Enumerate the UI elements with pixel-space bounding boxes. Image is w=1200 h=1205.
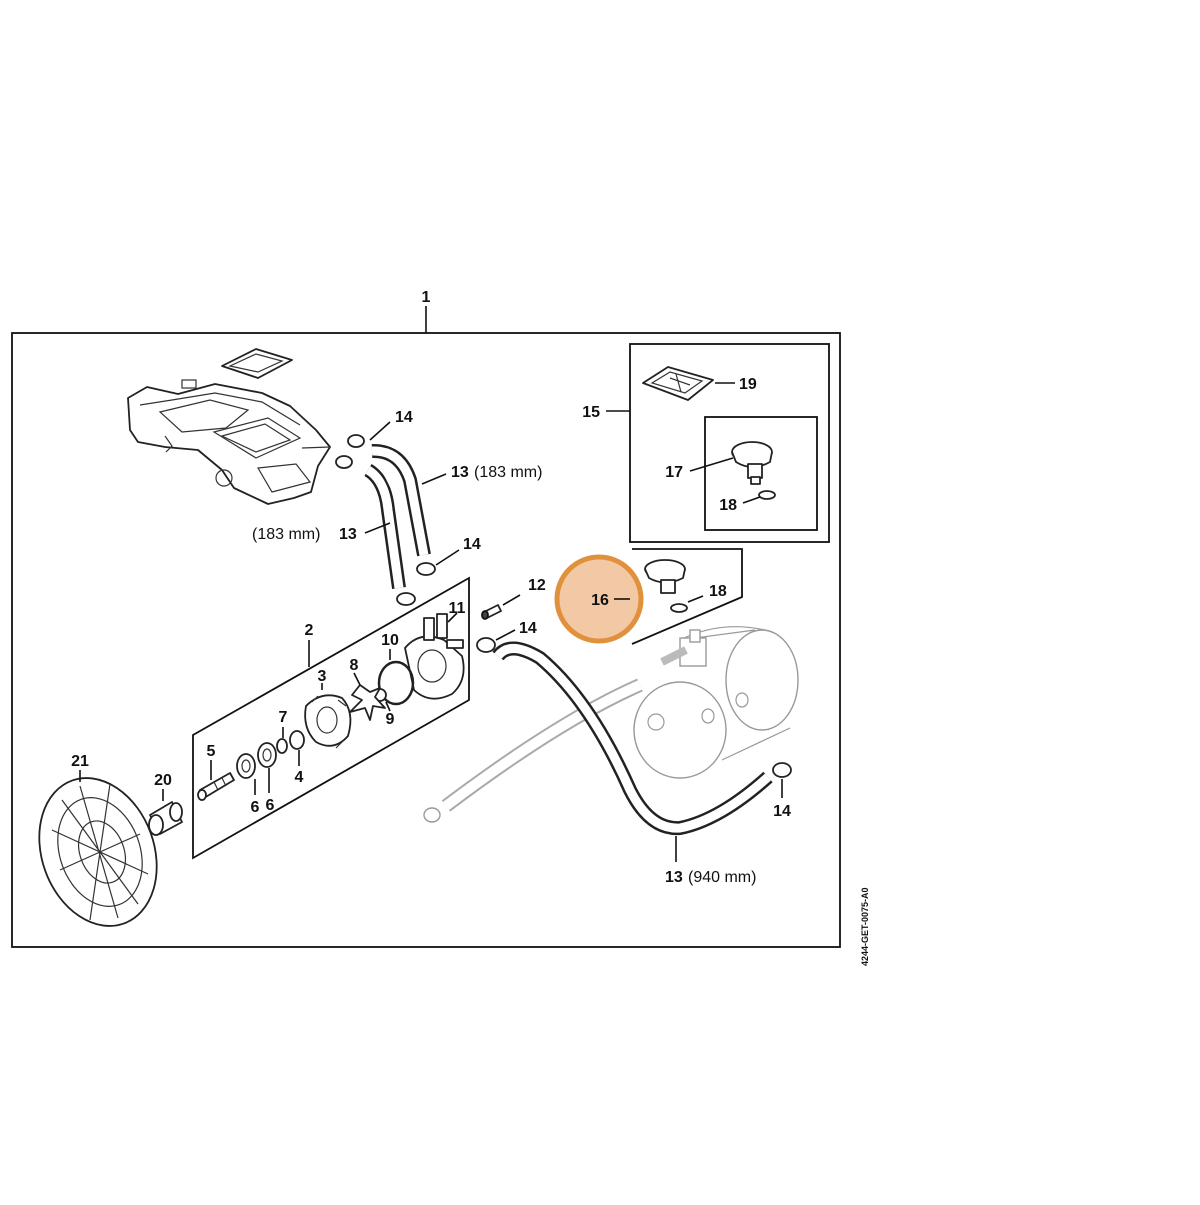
clamp-14-mid bbox=[396, 562, 436, 606]
hose-13-long bbox=[492, 641, 773, 836]
bearing-6-left bbox=[236, 753, 256, 779]
label-8: 8 bbox=[350, 657, 359, 674]
kit-box-15 bbox=[629, 343, 830, 543]
dim-13-left: (183 mm) bbox=[252, 526, 320, 543]
leader-14-top bbox=[369, 421, 391, 441]
label-18-bottom: 18 bbox=[709, 583, 727, 600]
label-12: 12 bbox=[528, 577, 546, 594]
label-11: 11 bbox=[449, 600, 466, 617]
label-13-long: 13 bbox=[665, 869, 683, 886]
label-6-left: 6 bbox=[251, 799, 260, 816]
label-14-right: 14 bbox=[519, 620, 537, 637]
cap-17 bbox=[731, 441, 773, 485]
ring-7 bbox=[276, 738, 288, 754]
pump-body-3 bbox=[304, 694, 352, 749]
oring-18-bottom bbox=[670, 603, 688, 613]
leader-12 bbox=[502, 594, 521, 606]
label-5: 5 bbox=[207, 743, 216, 760]
label-14-top: 14 bbox=[395, 409, 413, 426]
cap-16 bbox=[644, 559, 686, 594]
label-14-mid: 14 bbox=[463, 536, 481, 553]
pump-cover-11 bbox=[404, 613, 465, 700]
kit-box-16 bbox=[631, 548, 743, 645]
label-2: 2 bbox=[305, 622, 314, 639]
label-14-bottom: 14 bbox=[773, 803, 791, 820]
leader-13-left bbox=[364, 522, 391, 534]
dim-13-long: (940 mm) bbox=[688, 869, 756, 886]
label-15: 15 bbox=[582, 404, 600, 421]
label-4: 4 bbox=[295, 769, 304, 786]
label-10: 10 bbox=[381, 632, 399, 649]
oring-18-top bbox=[758, 490, 776, 500]
leader-13-right bbox=[421, 473, 447, 485]
oring-10 bbox=[377, 660, 415, 706]
guard-21 bbox=[38, 777, 158, 927]
hose-13-left bbox=[364, 463, 406, 589]
impeller-8 bbox=[349, 684, 386, 721]
gasket-19 bbox=[642, 366, 714, 401]
dim-13-right: (183 mm) bbox=[474, 464, 542, 481]
bearing-6-right bbox=[257, 742, 277, 768]
label-1: 1 bbox=[422, 289, 431, 306]
label-19: 19 bbox=[739, 376, 757, 393]
housing-gasket bbox=[221, 348, 293, 379]
hose-13-right bbox=[371, 444, 431, 557]
kit-box-2 bbox=[192, 576, 470, 860]
label-9: 9 bbox=[386, 711, 395, 728]
label-18-top: 18 bbox=[719, 497, 737, 514]
water-tank bbox=[423, 626, 799, 823]
leader-14-mid bbox=[435, 549, 460, 566]
highlight-circle bbox=[554, 554, 644, 644]
leader-14-right bbox=[495, 629, 516, 641]
leader-18-top bbox=[742, 496, 761, 504]
coupler-20 bbox=[148, 801, 183, 836]
leader-17 bbox=[689, 457, 734, 472]
label-17: 17 bbox=[665, 464, 683, 481]
leader-18-bottom bbox=[687, 595, 704, 603]
clamp-14-bottom bbox=[772, 762, 792, 778]
label-16: 16 bbox=[591, 592, 609, 609]
leader-11 bbox=[447, 612, 458, 623]
clamp-14-right bbox=[476, 637, 496, 653]
label-3: 3 bbox=[318, 668, 327, 685]
clamp-14-top bbox=[335, 434, 365, 469]
label-6-right: 6 bbox=[266, 797, 275, 814]
label-20: 20 bbox=[154, 772, 172, 789]
kit-box-17 bbox=[704, 416, 818, 531]
label-13-right: 13 bbox=[451, 464, 469, 481]
leader-9 bbox=[385, 701, 391, 712]
document-code: 4244-GET-0075-A0 bbox=[860, 887, 870, 966]
shaft-5 bbox=[197, 772, 235, 801]
screw-12 bbox=[481, 604, 502, 620]
leader-8 bbox=[353, 672, 361, 686]
label-7: 7 bbox=[279, 709, 288, 726]
label-21: 21 bbox=[71, 753, 89, 770]
label-13-left: 13 bbox=[339, 526, 357, 543]
pump-housing bbox=[127, 379, 331, 505]
ring-4 bbox=[289, 730, 305, 750]
